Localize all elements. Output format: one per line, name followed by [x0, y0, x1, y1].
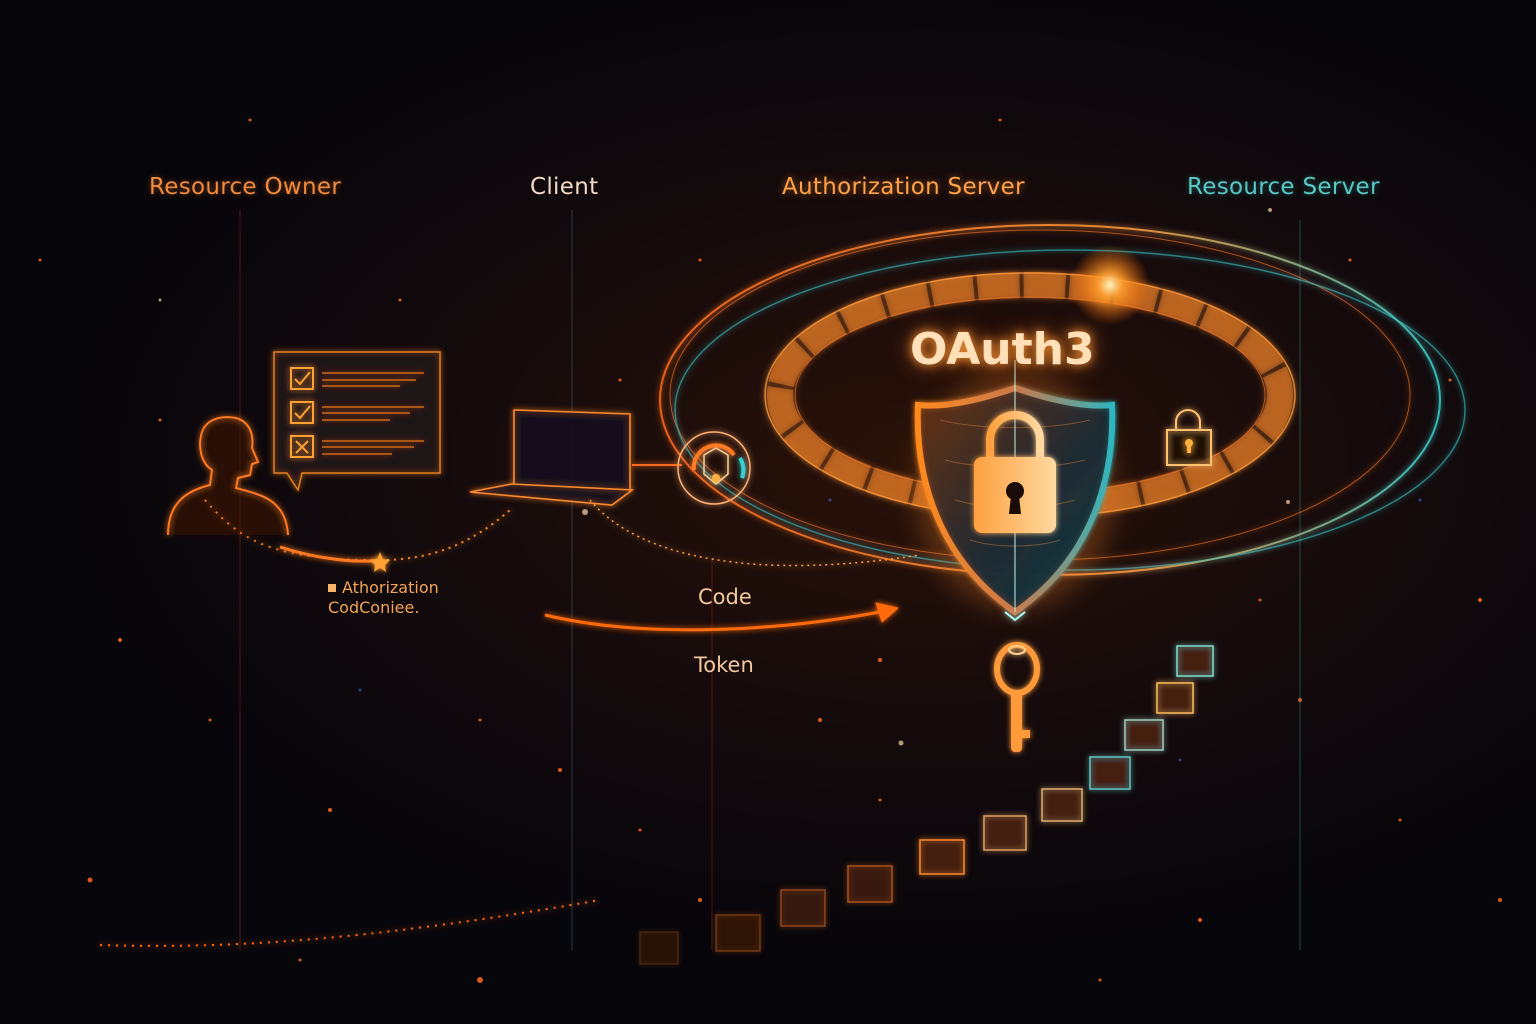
code-flow-label: Code — [698, 585, 752, 609]
lane-lines — [239, 190, 1301, 950]
lane-label-client: Client — [530, 174, 599, 200]
client-badge-icon — [632, 431, 751, 505]
consent-dialog-icon — [273, 351, 441, 492]
data-blocks — [639, 645, 1214, 965]
authorization-code-label: Athorization CodConiee. — [328, 578, 439, 617]
diagram-title: OAuth3 — [910, 324, 1095, 375]
token-flow-label: Token — [694, 653, 754, 677]
flow-paths — [99, 499, 921, 947]
light-flare — [1070, 245, 1150, 325]
key-icon — [994, 611, 1040, 752]
main-shield-lock-icon — [914, 360, 1116, 616]
star-marker-icon — [370, 552, 390, 572]
starfield — [38, 118, 1502, 983]
lane-label-authorization-server: Authorization Server — [782, 174, 1025, 200]
laptop-icon — [469, 409, 635, 506]
lane-label-resource-server: Resource Server — [1187, 174, 1380, 200]
resource-padlock-icon — [1166, 409, 1212, 466]
bullet-icon — [328, 584, 336, 592]
person-silhouette-icon — [167, 416, 289, 536]
lane-label-resource-owner: Resource Owner — [149, 174, 342, 200]
